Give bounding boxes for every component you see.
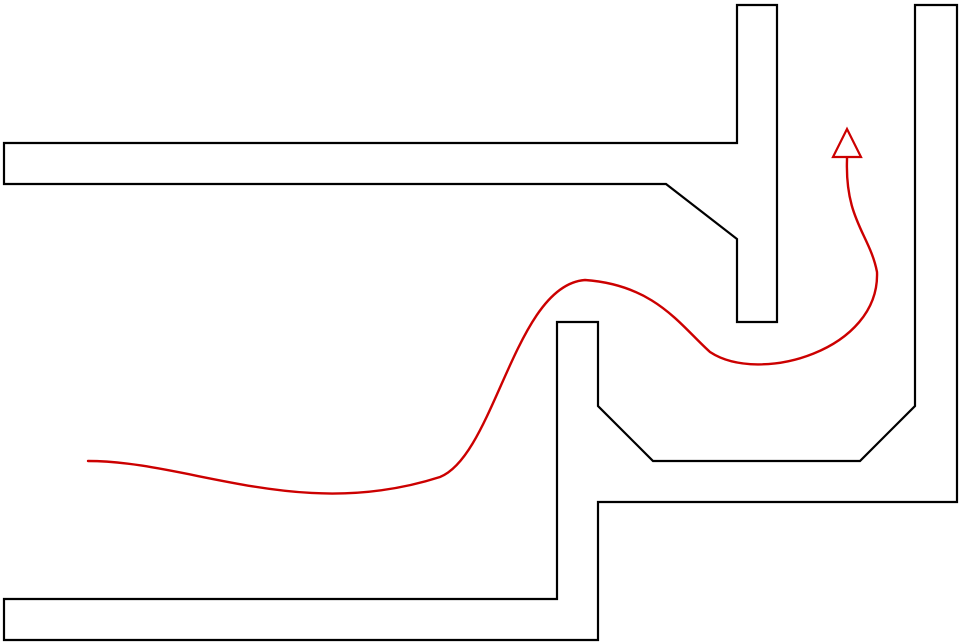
upper-inlet-channel-wall	[2, 3, 779, 324]
arrowhead-up-icon	[831, 126, 863, 159]
lower-outlet-channel-wall	[2, 3, 959, 642]
flow-path	[86, 155, 879, 495]
